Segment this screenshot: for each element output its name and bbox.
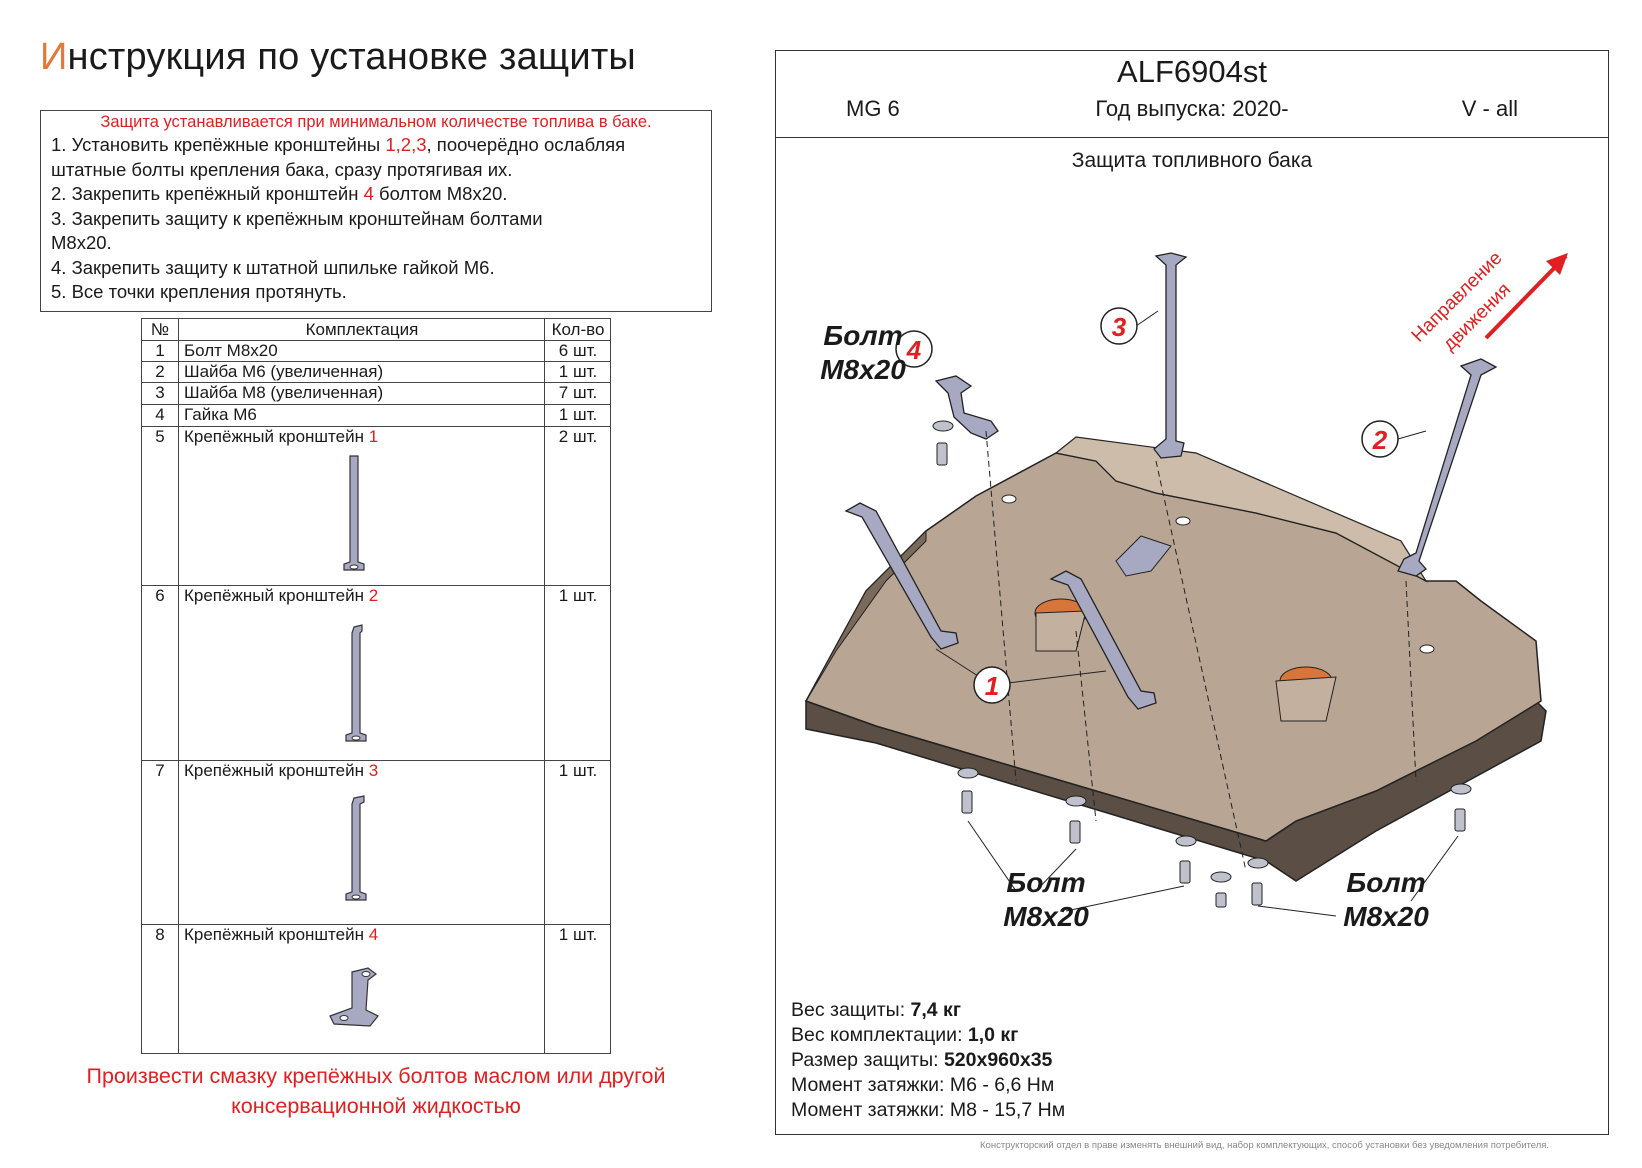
step-line: штатные болты крепления бака, сразу прот… [51, 158, 513, 180]
bracket-3-image [345, 795, 367, 901]
instructions-box: Защита устанавливается при минимальном к… [40, 110, 712, 312]
guard-name: Защита топливного бака [1071, 149, 1313, 172]
install-steps: 1. Установить крепёжные кронштейны 1,2,3… [41, 133, 711, 305]
product-panel: ALF6904st MG 6 Год выпуска: 2020- V - al… [775, 50, 1609, 1135]
callout-1: 1 [973, 666, 1011, 704]
step-line: 5. Все точки крепления протянуть. [51, 281, 347, 302]
callout-3: 3 [1100, 307, 1138, 345]
svg-text:3: 3 [1112, 312, 1127, 342]
header-no: № [150, 320, 170, 339]
spec-torque-m6: Момент затяжки: М6 - 6,6 Нм [791, 1074, 1055, 1096]
product-code: ALF6904st [1117, 54, 1267, 89]
page-title: Инструкция по установке защиты [40, 36, 636, 78]
step-line: 4. Закрепить защиту к штатной шпильке га… [51, 256, 495, 278]
spec-torque-m8: Момент затяжки: М8 - 15,7 Нм [791, 1099, 1066, 1121]
header-qty: Кол-во [551, 320, 605, 339]
fuel-warning: Защита устанавливается при минимальном к… [100, 113, 652, 131]
engine-variant: V - all [1461, 96, 1518, 121]
callout-4: 4 [895, 330, 933, 368]
svg-text:4: 4 [906, 335, 922, 365]
spec-weight: Вес защиты: 7,4 кг [791, 999, 961, 1021]
direction-arrow [1484, 253, 1568, 340]
car-model: MG 6 [846, 96, 900, 121]
kit-header-row: № Комплектация Кол-во [142, 319, 610, 341]
svg-text:2: 2 [1372, 425, 1388, 455]
bracket-2-image [345, 624, 367, 742]
spec-kit-weight: Вес комплектации: 1,0 кг [791, 1024, 1019, 1046]
disclaimer: Конструкторский отдел в праве изменять в… [980, 1140, 1550, 1151]
model-year: Год выпуска: 2020- [1095, 96, 1289, 121]
step-line: 1. Установить крепёжные кронштейны 1,2,3… [51, 134, 626, 155]
installation-drawing: 1 2 3 4 Направление движения [804, 248, 1568, 917]
lubrication-note: Произвести смазку крепёжных болтов масло… [86, 1064, 666, 1118]
header-item: Комплектация [305, 320, 419, 339]
spec-size: Размер защиты: 520х960х35 [791, 1049, 1053, 1071]
step-line: 3. Закрепить защиту к крепёжным кронштей… [51, 207, 543, 229]
bracket-1-image [343, 455, 365, 571]
step-line: 2. Закрепить крепёжный кронштейн 4 болто… [51, 183, 508, 204]
callout-2: 2 [1361, 420, 1399, 458]
step-line: М8х20. [51, 232, 112, 253]
bracket-4-image [329, 967, 379, 1027]
svg-text:1: 1 [985, 671, 999, 701]
